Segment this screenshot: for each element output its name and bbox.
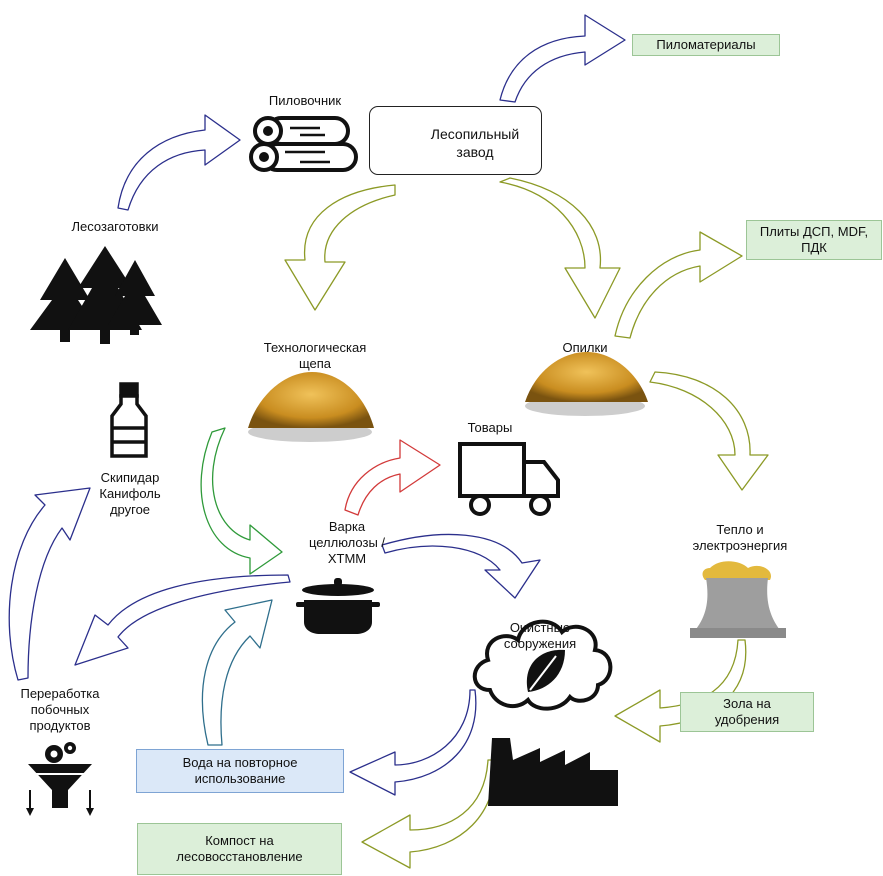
- arrow-water-to-pulping: [201, 599, 273, 746]
- processing-label: Переработка побочных продуктов: [20, 686, 100, 733]
- treatment-label: Очистные сооружения: [503, 620, 577, 651]
- compost-box: Компост на лесовосстановление: [137, 823, 342, 875]
- arrow-sawmill-to-lumber: [499, 14, 626, 103]
- energy-label: Тепло и электроэнергия: [692, 522, 788, 553]
- sawdust-label: Опилки: [562, 340, 608, 355]
- sawlogs-label: Пиловочник: [268, 93, 342, 108]
- sawmill-label: Лесопильный завод: [430, 126, 520, 160]
- arrow-logging-to-sawlogs: [117, 114, 241, 211]
- arrow-sawmill-to-chips: [284, 184, 396, 311]
- pot-icon: [296, 578, 380, 634]
- arrow-pulping-to-treatment: [381, 533, 541, 599]
- arrow-sawdust-to-energy: [649, 371, 769, 491]
- wood-chips-pile-icon: [248, 372, 374, 442]
- arrow-pulping-to-goods: [344, 439, 441, 516]
- sawdust-pile-icon: [525, 352, 648, 416]
- funnel-gears-icon: [26, 742, 94, 816]
- goods-label: Товары: [467, 420, 513, 435]
- cooling-tower-icon: [690, 561, 786, 638]
- arrow-pulping-to-processing: [74, 574, 291, 666]
- boards-box: Плиты ДСП, MDF, ПДК: [746, 220, 882, 260]
- lumber-box: Пиломатериалы: [632, 34, 780, 56]
- logs-icon: [249, 116, 358, 172]
- arrow-treatment-to-water: [349, 689, 477, 796]
- logging-label: Лесозаготовки: [71, 219, 159, 234]
- byproducts-label: Скипидар Канифоль другое: [99, 470, 161, 517]
- arrow-sawdust-to-boards: [614, 231, 743, 339]
- arrow-energy-to-ash: [614, 639, 747, 743]
- truck-icon: [458, 442, 560, 516]
- arrow-processing-to-byproducts: [8, 487, 91, 681]
- ash-box: Зола на удобрения: [680, 692, 814, 732]
- bottle-icon: [110, 382, 148, 458]
- chips-label: Технологическая щепа: [263, 340, 367, 371]
- arrow-treatment-to-compost: [361, 759, 496, 869]
- trees-icon: [30, 246, 162, 344]
- sawmill-box: [369, 106, 542, 175]
- water-box: Вода на повторное использование: [136, 749, 344, 793]
- arrow-chips-to-pulping: [200, 427, 283, 575]
- pulping-label: Варка целлюлозы / ХТММ: [308, 519, 386, 566]
- arrow-sawmill-to-sawdust: [499, 177, 621, 319]
- treatment-plant-icon: [472, 619, 618, 806]
